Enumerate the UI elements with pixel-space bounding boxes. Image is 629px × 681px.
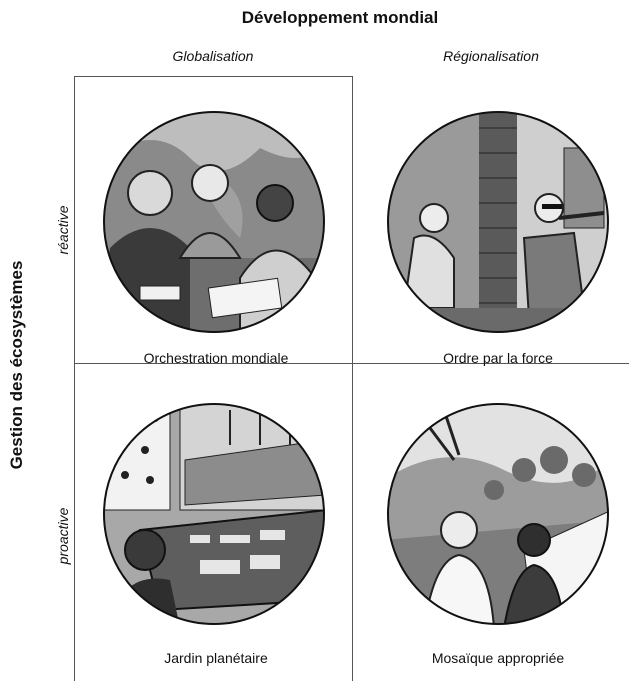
- landscape-people-illustration: [387, 403, 609, 625]
- col-header-regionalisation: Régionalisation: [443, 48, 539, 64]
- people-around-table-illustration: [103, 111, 325, 333]
- quadrant-jardin-planetaire: [100, 400, 328, 628]
- grid-vertical-divider: [352, 76, 353, 681]
- row-header-proactive: proactive: [55, 507, 71, 565]
- side-title: Gestion des écosystèmes: [7, 260, 26, 470]
- scenario-grid: [74, 76, 629, 681]
- label-ordre-par-la-force: Ordre par la force: [443, 350, 553, 366]
- top-title: Développement mondial: [241, 8, 439, 27]
- grid-horizontal-divider: [74, 363, 629, 364]
- col-header-globalisation: Globalisation: [172, 48, 254, 64]
- quadrant-ordre-par-la-force: [384, 108, 612, 336]
- wall-divided-illustration: [387, 111, 609, 333]
- grid-top-border: [74, 76, 352, 77]
- control-room-illustration: [103, 403, 325, 625]
- quadrant-orchestration-mondiale: [100, 108, 328, 336]
- label-jardin-planetaire: Jardin planétaire: [164, 650, 268, 666]
- row-header-reactive: réactive: [55, 205, 71, 255]
- quadrant-mosaique-appropriee: [384, 400, 612, 628]
- grid-left-border: [74, 76, 75, 681]
- label-orchestration-mondiale: Orchestration mondiale: [143, 350, 289, 366]
- label-mosaique-appropriee: Mosaïque appropriée: [431, 650, 565, 666]
